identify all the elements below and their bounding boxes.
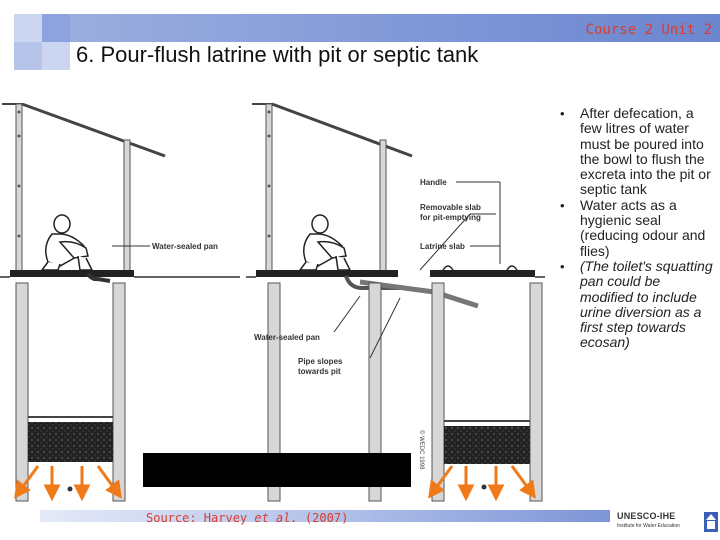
arrow-icon — [73, 466, 91, 502]
label-latrine-slab: Latrine slab — [420, 242, 465, 251]
label-removable-slab: Removable slab — [420, 203, 481, 212]
label-water-sealed-pan: Water-sealed pan — [152, 242, 218, 251]
right-latrine: Handle Removable slab for pit-emptying L… — [246, 102, 545, 502]
logo-name: UNESCO-IHE — [617, 511, 676, 521]
arrow-icon — [96, 465, 122, 499]
label-pipe-slopes-2: towards pit — [298, 367, 341, 376]
arrow-icon — [14, 465, 40, 499]
left-latrine: Water-sealed pan — [0, 102, 240, 502]
logo-subtitle: Institute for Water Education — [617, 523, 680, 529]
decorative-square — [14, 42, 42, 70]
arrow-icon — [428, 465, 454, 499]
label-removable-slab-2: for pit-emptying — [420, 213, 481, 222]
redaction-box — [143, 453, 411, 487]
bullet-icon: • — [560, 197, 565, 213]
bullet-icon: • — [560, 258, 565, 274]
bullet-item: •After defecation, a few litres of water… — [560, 105, 711, 198]
arrow-icon — [43, 466, 61, 502]
label-handle: Handle — [420, 178, 447, 187]
label-pipe-slopes: Pipe slopes — [298, 357, 343, 366]
arrow-icon — [457, 466, 475, 502]
bullet-list: •After defecation, a few litres of water… — [552, 105, 716, 351]
arrow-icon — [487, 466, 505, 502]
footer-bar — [40, 510, 610, 522]
header-bar — [70, 14, 720, 42]
label-water-sealed-pan-right: Water-sealed pan — [254, 333, 320, 342]
latrine-diagram: Water-sealed pan — [0, 102, 545, 502]
bullet-item: •Water acts as a hygienic seal (reducing… — [560, 196, 706, 259]
arrow-icon — [510, 465, 536, 499]
infiltration-arrows — [14, 465, 536, 502]
course-label: Course 2 Unit 2 — [585, 22, 712, 38]
slide-title: 6. Pour-flush latrine with pit or septic… — [76, 42, 479, 67]
unesco-ihe-logo — [612, 506, 720, 536]
decorative-square — [42, 14, 70, 42]
source-citation: Source: Harvey et al. (2007) — [146, 511, 349, 525]
bullet-item: •(The toilet's squatting pan could be mo… — [560, 257, 713, 351]
bullet-icon: • — [560, 106, 565, 121]
copyright-text: © WEDC 1998 — [418, 430, 425, 470]
